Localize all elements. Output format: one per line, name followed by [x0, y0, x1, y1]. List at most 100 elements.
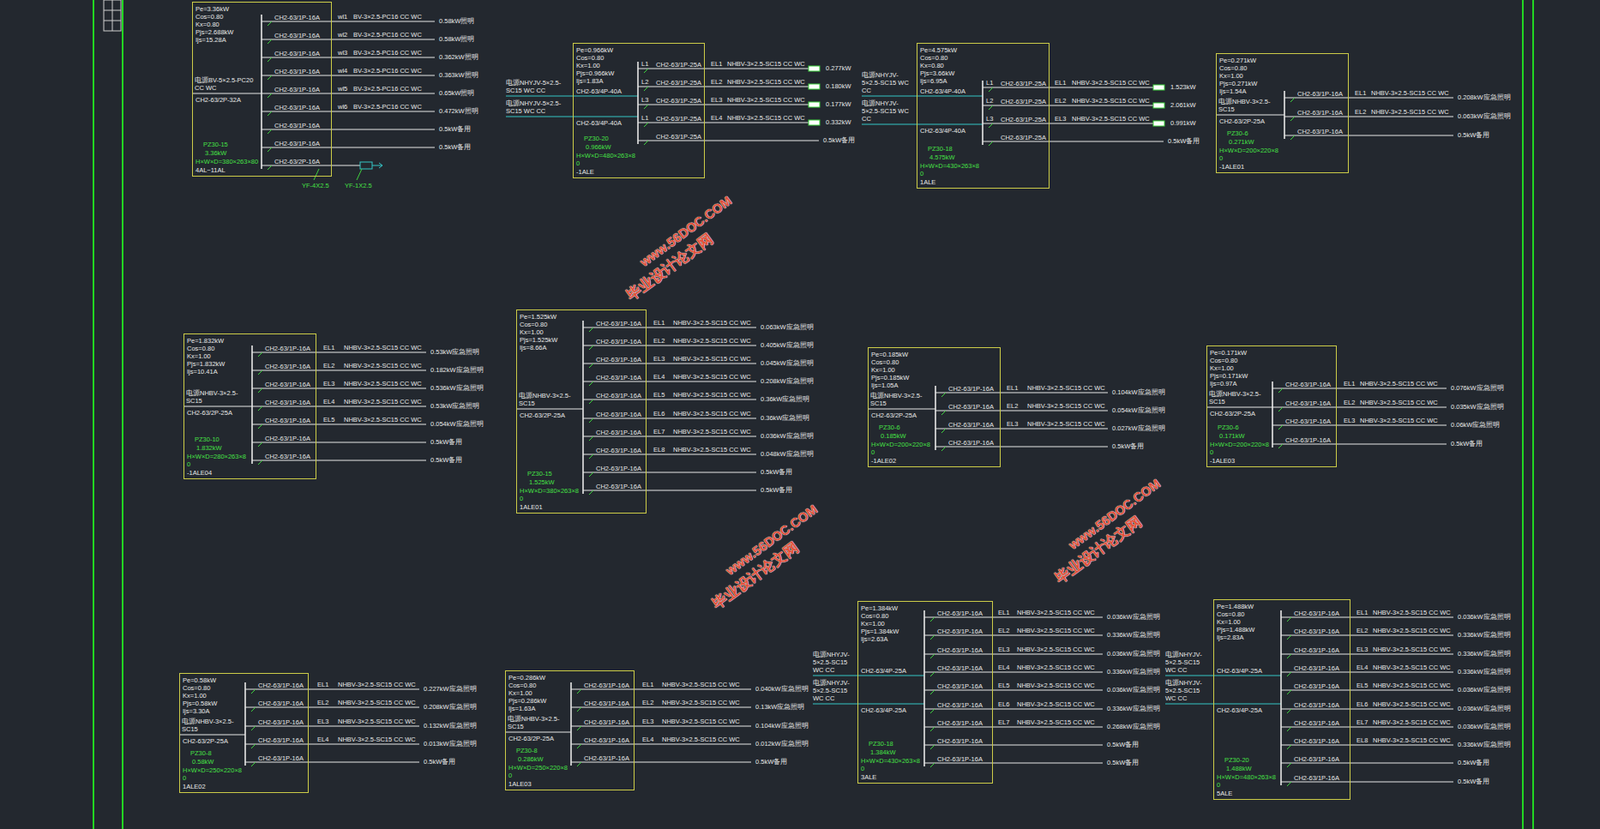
cable-spec: NHBV-3×2.5-SC15 CC WC	[337, 735, 416, 744]
cable-spec: NHBV-3×2.5-SC15 CC WC	[1372, 736, 1451, 745]
device-arrow	[378, 162, 383, 166]
load-text: 0.362kW照明	[439, 53, 479, 61]
load-text: 0.048kW应急照明	[760, 450, 814, 458]
incoming-line	[1165, 675, 1282, 677]
breaker-mark	[258, 442, 263, 447]
breaker-mark	[258, 424, 263, 429]
branch-breaker: CH2-63/1P-25A	[1000, 115, 1047, 124]
load-text: 0.036kW应急照明	[1457, 613, 1511, 621]
branch-breaker: CH2-63/1P-16A	[274, 13, 320, 22]
panel-name: 3ALE	[860, 773, 877, 782]
breaker-mark	[267, 93, 272, 98]
cable-spec: NHBV-3×2.5-SC15 CC WC	[1071, 96, 1150, 105]
circuit-id: EL1	[710, 60, 722, 68]
circuit-id: EL3	[1356, 645, 1368, 654]
branch-breaker: CH2-63/1P-25A	[655, 78, 702, 87]
incoming-line	[505, 116, 638, 118]
load-text: 0.336kW应急照明	[1106, 631, 1161, 639]
branch-breaker: CH2-63/1P-16A	[595, 482, 642, 491]
cable-spec: NHBV-3×2.5-SC15 CC WC	[673, 336, 752, 345]
breaker-mark	[930, 617, 935, 622]
branch-breaker: CH2-63/1P-16A	[264, 416, 311, 425]
breaker-mark	[589, 327, 594, 332]
circuit-id: EL3	[317, 717, 329, 726]
load-text: 0.5kW备用	[439, 143, 471, 151]
breaker-mark	[258, 388, 263, 393]
cable-spec: NHBV-3×2.5-SC15 CC WC	[673, 372, 752, 381]
cable-spec: NHBV-3×2.5-SC15 CC WC	[1372, 663, 1451, 672]
panel-model: PZ30-15	[203, 140, 229, 149]
panel-dimensions: H×W×D=480×263×80	[576, 151, 636, 168]
breaker-mark	[988, 87, 993, 92]
branch-breaker: CH2-63/1P-16A	[595, 428, 642, 437]
cable-spec: NHBV-3×2.5-SC15 CC WC	[1359, 398, 1438, 407]
cable-spec: BV-3×2.5-PC16 CC WC	[353, 102, 422, 111]
indicator-lamp	[1153, 102, 1165, 109]
breaker-mark	[267, 39, 272, 44]
circuit-id: EL1	[1354, 89, 1366, 97]
breaker-mark	[577, 689, 582, 694]
main-breaker: CH2-63/4P-25A	[860, 667, 907, 675]
incoming-cable: 电源NHYJV-5×2.5-SC15 WC CC	[1165, 679, 1207, 703]
circuit-id: EL2	[710, 78, 722, 86]
panel-model: PZ30-6	[1217, 423, 1240, 432]
panel-params: Pe=1.832kW Cos=0.80 Kx=1.00 Pjs=1.832kW …	[186, 336, 225, 376]
breaker-mark	[251, 762, 256, 767]
main-breaker: CH2-63/2P-25A	[1209, 409, 1256, 418]
branch-breaker: CH2-63/1P-16A	[274, 121, 320, 130]
phase-label: L3	[641, 96, 649, 104]
panel-model: PZ30-8	[516, 746, 538, 755]
panel-dimensions: H×W×D=250×220×80	[182, 766, 243, 782]
panel-model: PZ30-18	[868, 739, 894, 748]
branch-breaker: CH2-63/1P-16A	[937, 719, 983, 728]
load-text: 0.063kW应急照明	[760, 323, 814, 331]
main-breaker: CH2-63/2P-25A	[186, 409, 233, 417]
device-symbol	[360, 162, 373, 169]
busbar	[570, 682, 572, 766]
breaker-mark	[589, 418, 594, 423]
circuit-id: EL3	[1054, 114, 1066, 123]
breaker-mark	[251, 707, 256, 712]
breaker-mark	[988, 105, 993, 110]
load-text: 0.5kW备用	[755, 757, 788, 766]
load-text: 0.36kW应急照明	[760, 395, 810, 404]
incoming-line	[812, 675, 925, 677]
breaker-mark	[251, 726, 256, 731]
load-text: 0.5kW备用	[439, 125, 471, 133]
branch-breaker: CH2-63/1P-16A	[274, 103, 320, 112]
branch-breaker: CH2-63/1P-25A	[655, 114, 702, 123]
load-text: 0.5kW备用	[423, 757, 456, 766]
panel-name: 1ALE01	[519, 503, 543, 512]
cable-spec: NHBV-3×2.5-SC15 CC WC	[1016, 663, 1095, 672]
incoming-cable: 电源NHYJV-5×2.5-SC15 WC CC	[861, 71, 910, 95]
cable-spec: BV-3×2.5-PC16 CC WC	[353, 12, 422, 21]
load-text: 0.5kW备用	[1457, 758, 1490, 767]
load-text: 0.336kW应急照明	[1457, 667, 1511, 676]
branch-breaker: CH2-63/1P-16A	[274, 139, 320, 148]
frame-line	[121, 0, 124, 829]
incoming-line	[1165, 703, 1282, 705]
breaker-mark	[1287, 781, 1292, 787]
load-text: 0.013kW应急照明	[423, 739, 477, 748]
indicator-lamp	[808, 102, 820, 108]
panel-model: PZ30-6	[878, 423, 901, 432]
panel-params: Pe=4.575kW Cos=0.80 Kx=0.80 Pjs=3.66kW I…	[920, 46, 957, 85]
panel-power: 1.384kW	[870, 748, 897, 757]
leader-line	[313, 168, 319, 181]
breaker-mark	[1287, 690, 1292, 695]
branch-breaker: CH2-63/1P-16A	[258, 754, 304, 763]
load-text: 0.208kW应急照明	[760, 377, 814, 385]
phase-label: L3	[986, 114, 993, 123]
panel-dimensions: H×W×D=200×220×80	[1209, 440, 1270, 457]
branch-breaker: CH2-63/1P-25A	[655, 96, 702, 105]
panel-power: 1.525kW	[529, 478, 555, 487]
circuit-id: EL1	[1006, 384, 1018, 392]
breaker-mark	[930, 709, 935, 714]
circuit-id: EL4	[710, 114, 722, 122]
breaker-mark	[1287, 672, 1292, 677]
incoming-cable: 电源NHBV-3×2.5-SC15	[1209, 390, 1270, 406]
breaker-mark	[1287, 617, 1292, 622]
circuit-id: EL2	[1354, 108, 1366, 116]
panel-params: Pe=0.286kW Cos=0.80 Kx=1.00 Pjs=0.286kW …	[508, 673, 547, 713]
branch-breaker: CH2-63/1P-16A	[264, 434, 311, 443]
